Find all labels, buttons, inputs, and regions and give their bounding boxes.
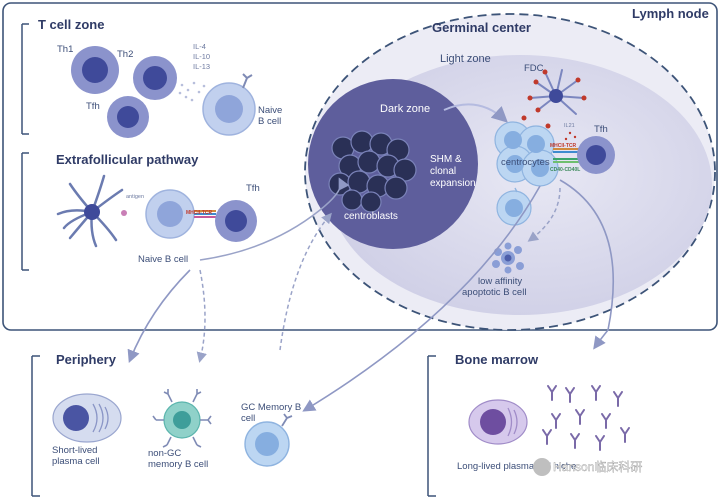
apoptotic-label-line2: apoptotic B cell <box>462 287 526 298</box>
gc-memory-b-cell <box>244 413 293 467</box>
naive-b-label-ef: Naive B cell <box>138 254 188 265</box>
gc-to-memory-arrow <box>302 185 541 412</box>
mhc-tcr-bond-ef <box>194 210 216 218</box>
periphery-title: Periphery <box>56 352 117 367</box>
naive-b-cell-ef <box>145 189 195 239</box>
nongc-label-line2: memory B cell <box>148 459 208 470</box>
shm-label-line2: clonal <box>430 166 456 177</box>
dz-to-lz-arrow <box>443 103 508 123</box>
apoptotic-b-cell <box>492 242 524 274</box>
centrocyte-cluster <box>494 121 559 187</box>
plasma-label-line2: plasma cell <box>52 456 100 467</box>
t-cell-zone-bracket <box>21 23 29 135</box>
germinal-center-title: Germinal center <box>432 20 531 35</box>
dendritic-cell <box>56 174 124 248</box>
antigen-label: antigen <box>126 194 144 200</box>
bone-marrow-title: Bone marrow <box>455 352 539 367</box>
long-lived-plasma-cell <box>468 399 528 445</box>
extrafollicular-title: Extrafollicular pathway <box>56 152 199 167</box>
th1-label: Th1 <box>57 44 73 55</box>
centroblast-cluster <box>328 130 417 213</box>
apoptotic-label-line1: low affinity <box>478 276 522 287</box>
tfh-cell-ef <box>215 200 257 242</box>
light-zone-label: Light zone <box>440 53 491 65</box>
centrocytes-label: centrocytes <box>501 157 550 168</box>
dark-zone-label: Dark zone <box>380 103 430 115</box>
t-cell-zone-title: T cell zone <box>38 17 104 32</box>
plasma-label-line1: Short-lived <box>52 445 97 456</box>
naive-b-label-line2: B cell <box>258 116 281 127</box>
fdc-label: FDC <box>524 63 544 74</box>
b-cell-to-selected-tick <box>514 187 518 193</box>
selected-b-cell-gc <box>496 190 532 226</box>
short-lived-plasma-cell <box>52 393 122 443</box>
mhc-tcr-label-gc: MHCII-TCR <box>550 143 576 149</box>
cd40-label: CD40-CD40L <box>550 167 580 173</box>
cytokine-label-0: IL-4 <box>193 42 206 51</box>
fdc-cell <box>529 69 585 115</box>
naive-to-gc-arrow <box>199 177 350 261</box>
gc-to-bone-marrow-arrow <box>559 179 615 350</box>
antibody-cluster <box>542 385 630 451</box>
naive-b-label-line1: Naive <box>258 105 282 116</box>
long-lived-plasma-label: Long-lived plasma cell niche <box>457 461 576 472</box>
tfh-label-tzone: Tfh <box>86 101 100 112</box>
th2-cell <box>133 56 177 100</box>
periphery-bracket <box>31 355 40 497</box>
gc-memory-label-line2: cell <box>241 413 255 424</box>
to-apoptosis-arrow <box>527 187 561 242</box>
nongc-label-line1: non-GC <box>148 448 181 459</box>
il21-label: IL21 <box>564 123 575 129</box>
tfh-label-ef: Tfh <box>246 183 260 194</box>
lymph-node-title: Lymph node <box>632 6 709 21</box>
th1-cell <box>71 46 119 94</box>
gc-memory-label-line1: GC Memory B <box>241 402 301 413</box>
fdc-antigen-dots <box>521 69 587 129</box>
th2-label: Th2 <box>117 49 133 60</box>
tfh-cell-tzone <box>107 96 149 138</box>
tfh-cell-gc <box>577 136 615 174</box>
naive-b-cell-tzone <box>202 73 256 136</box>
tfh-label-gc: Tfh <box>594 124 608 135</box>
mhc-tcr-bond-gc <box>553 148 579 153</box>
mhc-tcr-label-ef: MHCII-TCR <box>186 210 212 216</box>
centroblasts-label: centroblasts <box>344 211 398 222</box>
extrafollicular-bracket <box>21 152 29 271</box>
cd40-bond <box>553 158 579 163</box>
shm-label-line3: expansion <box>430 178 476 189</box>
nongc-memory-b-cell <box>152 389 212 448</box>
il21-dots <box>564 131 577 141</box>
watermark-text: Hanson临床科研 <box>553 460 642 474</box>
to-nongc-memory-arrow <box>196 269 207 363</box>
shm-label-line1: SHM & <box>430 154 462 165</box>
bone-marrow-bracket <box>427 355 436 497</box>
memory-recall-arrow <box>279 212 332 351</box>
antigen-dot <box>121 210 127 216</box>
to-short-lived-arrow <box>127 269 191 363</box>
watermark: Hanson临床科研 <box>533 458 643 476</box>
cytokine-label-2: IL-13 <box>193 62 210 71</box>
cytokine-label-1: IL-10 <box>193 52 210 61</box>
